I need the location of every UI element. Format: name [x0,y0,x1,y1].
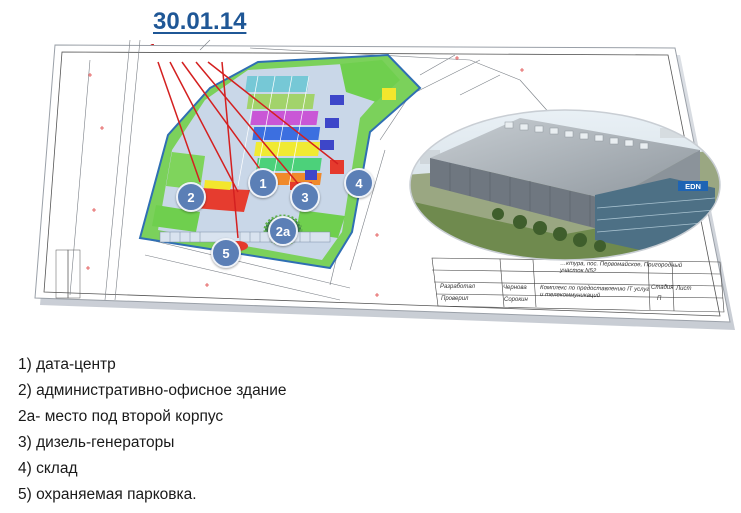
survey-marks [86,56,524,297]
warehouse-block [330,160,344,174]
legend-item-diesel-generators: 3) дизель-генераторы [18,434,175,451]
legend-item-second-building: 2а- место под второй корпус [18,408,224,425]
marker-3: 3 [290,182,320,212]
green-area-west [166,152,205,190]
marker-1: 1 [248,168,278,198]
legend-item-warehouse: 4) склад [18,460,78,477]
admin-building-annex [204,180,232,190]
annex-block [305,170,317,180]
render-sign-text: EDN [685,182,701,191]
title-block-role-1: Разработал [440,284,475,290]
cad-lines [69,39,561,301]
green-area-south-east [296,210,345,238]
leader-lines [157,61,339,239]
legend-list: 1) дата-центр 2) административно-офисное… [18,352,287,508]
title-block [431,257,725,313]
title-block-name-2: Сорокин [504,297,528,303]
annex-block [320,140,334,150]
sheet-frame [43,51,721,317]
title-block-sheet-label: Лист [676,286,692,292]
marker-2: 2 [176,182,206,212]
side-stamp [55,249,81,299]
title-block-role-2: Проверил [441,296,469,302]
annex-block [382,88,396,100]
admin-building [194,188,250,212]
marker-4: 4 [344,168,374,198]
title-block-stage-label: Стадия [651,285,674,291]
legend-item-admin-building: 2) административно-офисное здание [18,382,287,399]
annex-block [330,95,344,105]
title-block-stage: П [657,296,662,302]
title-block-address: …ктура, пос. Первомайское, Пригородный у… [559,260,683,275]
date-heading: 30.01.14 [153,8,247,35]
legend-item-data-center: 1) дата-центр [18,356,116,373]
marker-2a: 2а [268,216,298,246]
marker-5: 5 [211,238,241,268]
parking-lot [159,231,331,243]
annex-block [325,118,339,128]
render-frame [409,109,721,261]
legend-item-parking: 5) охраняемая парковка. [18,486,197,503]
title-block-name-1: Чернова [503,285,527,291]
title-block-project: Комплекс по предоставлению IT услуг и те… [539,285,650,300]
